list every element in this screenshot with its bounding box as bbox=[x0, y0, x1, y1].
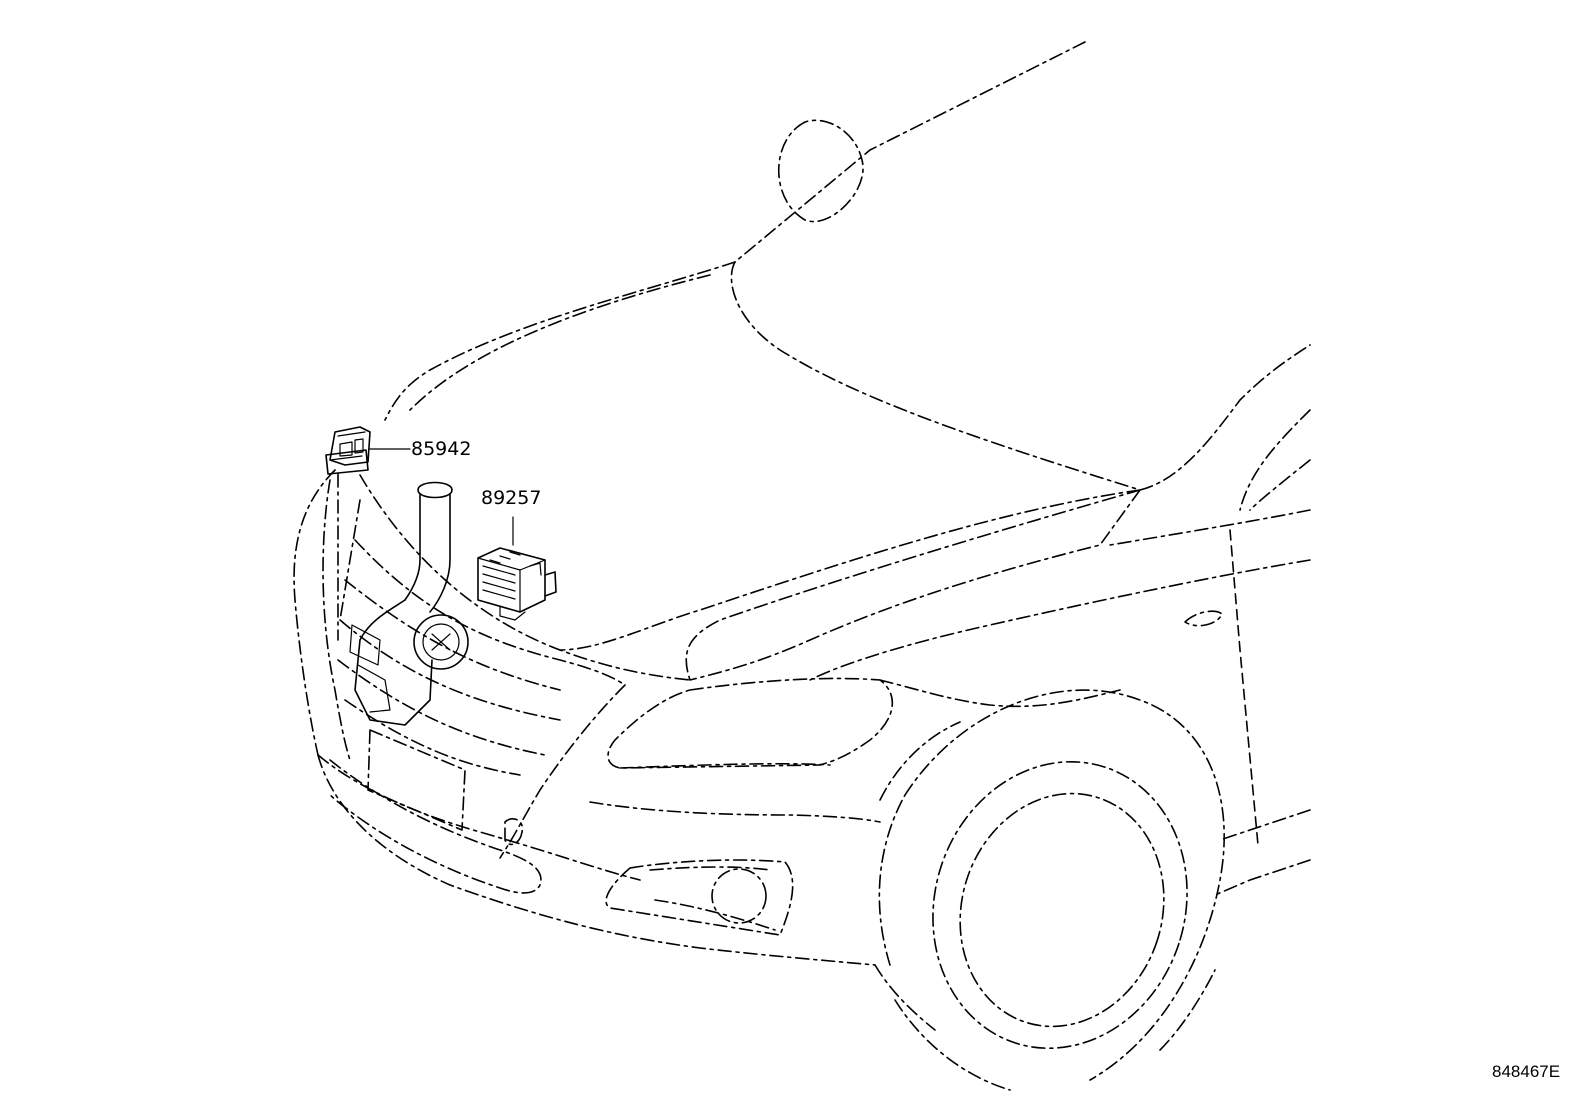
part-number-89257: 89257 bbox=[481, 487, 541, 509]
part-85942 bbox=[325, 426, 411, 641]
part-89257 bbox=[477, 516, 557, 621]
car-outline bbox=[293, 41, 1311, 1031]
washer-tank bbox=[349, 481, 469, 726]
diagram-id: 848467E bbox=[1492, 1062, 1560, 1081]
front-wheel bbox=[878, 689, 1225, 1091]
part-number-85942: 85942 bbox=[411, 438, 471, 460]
